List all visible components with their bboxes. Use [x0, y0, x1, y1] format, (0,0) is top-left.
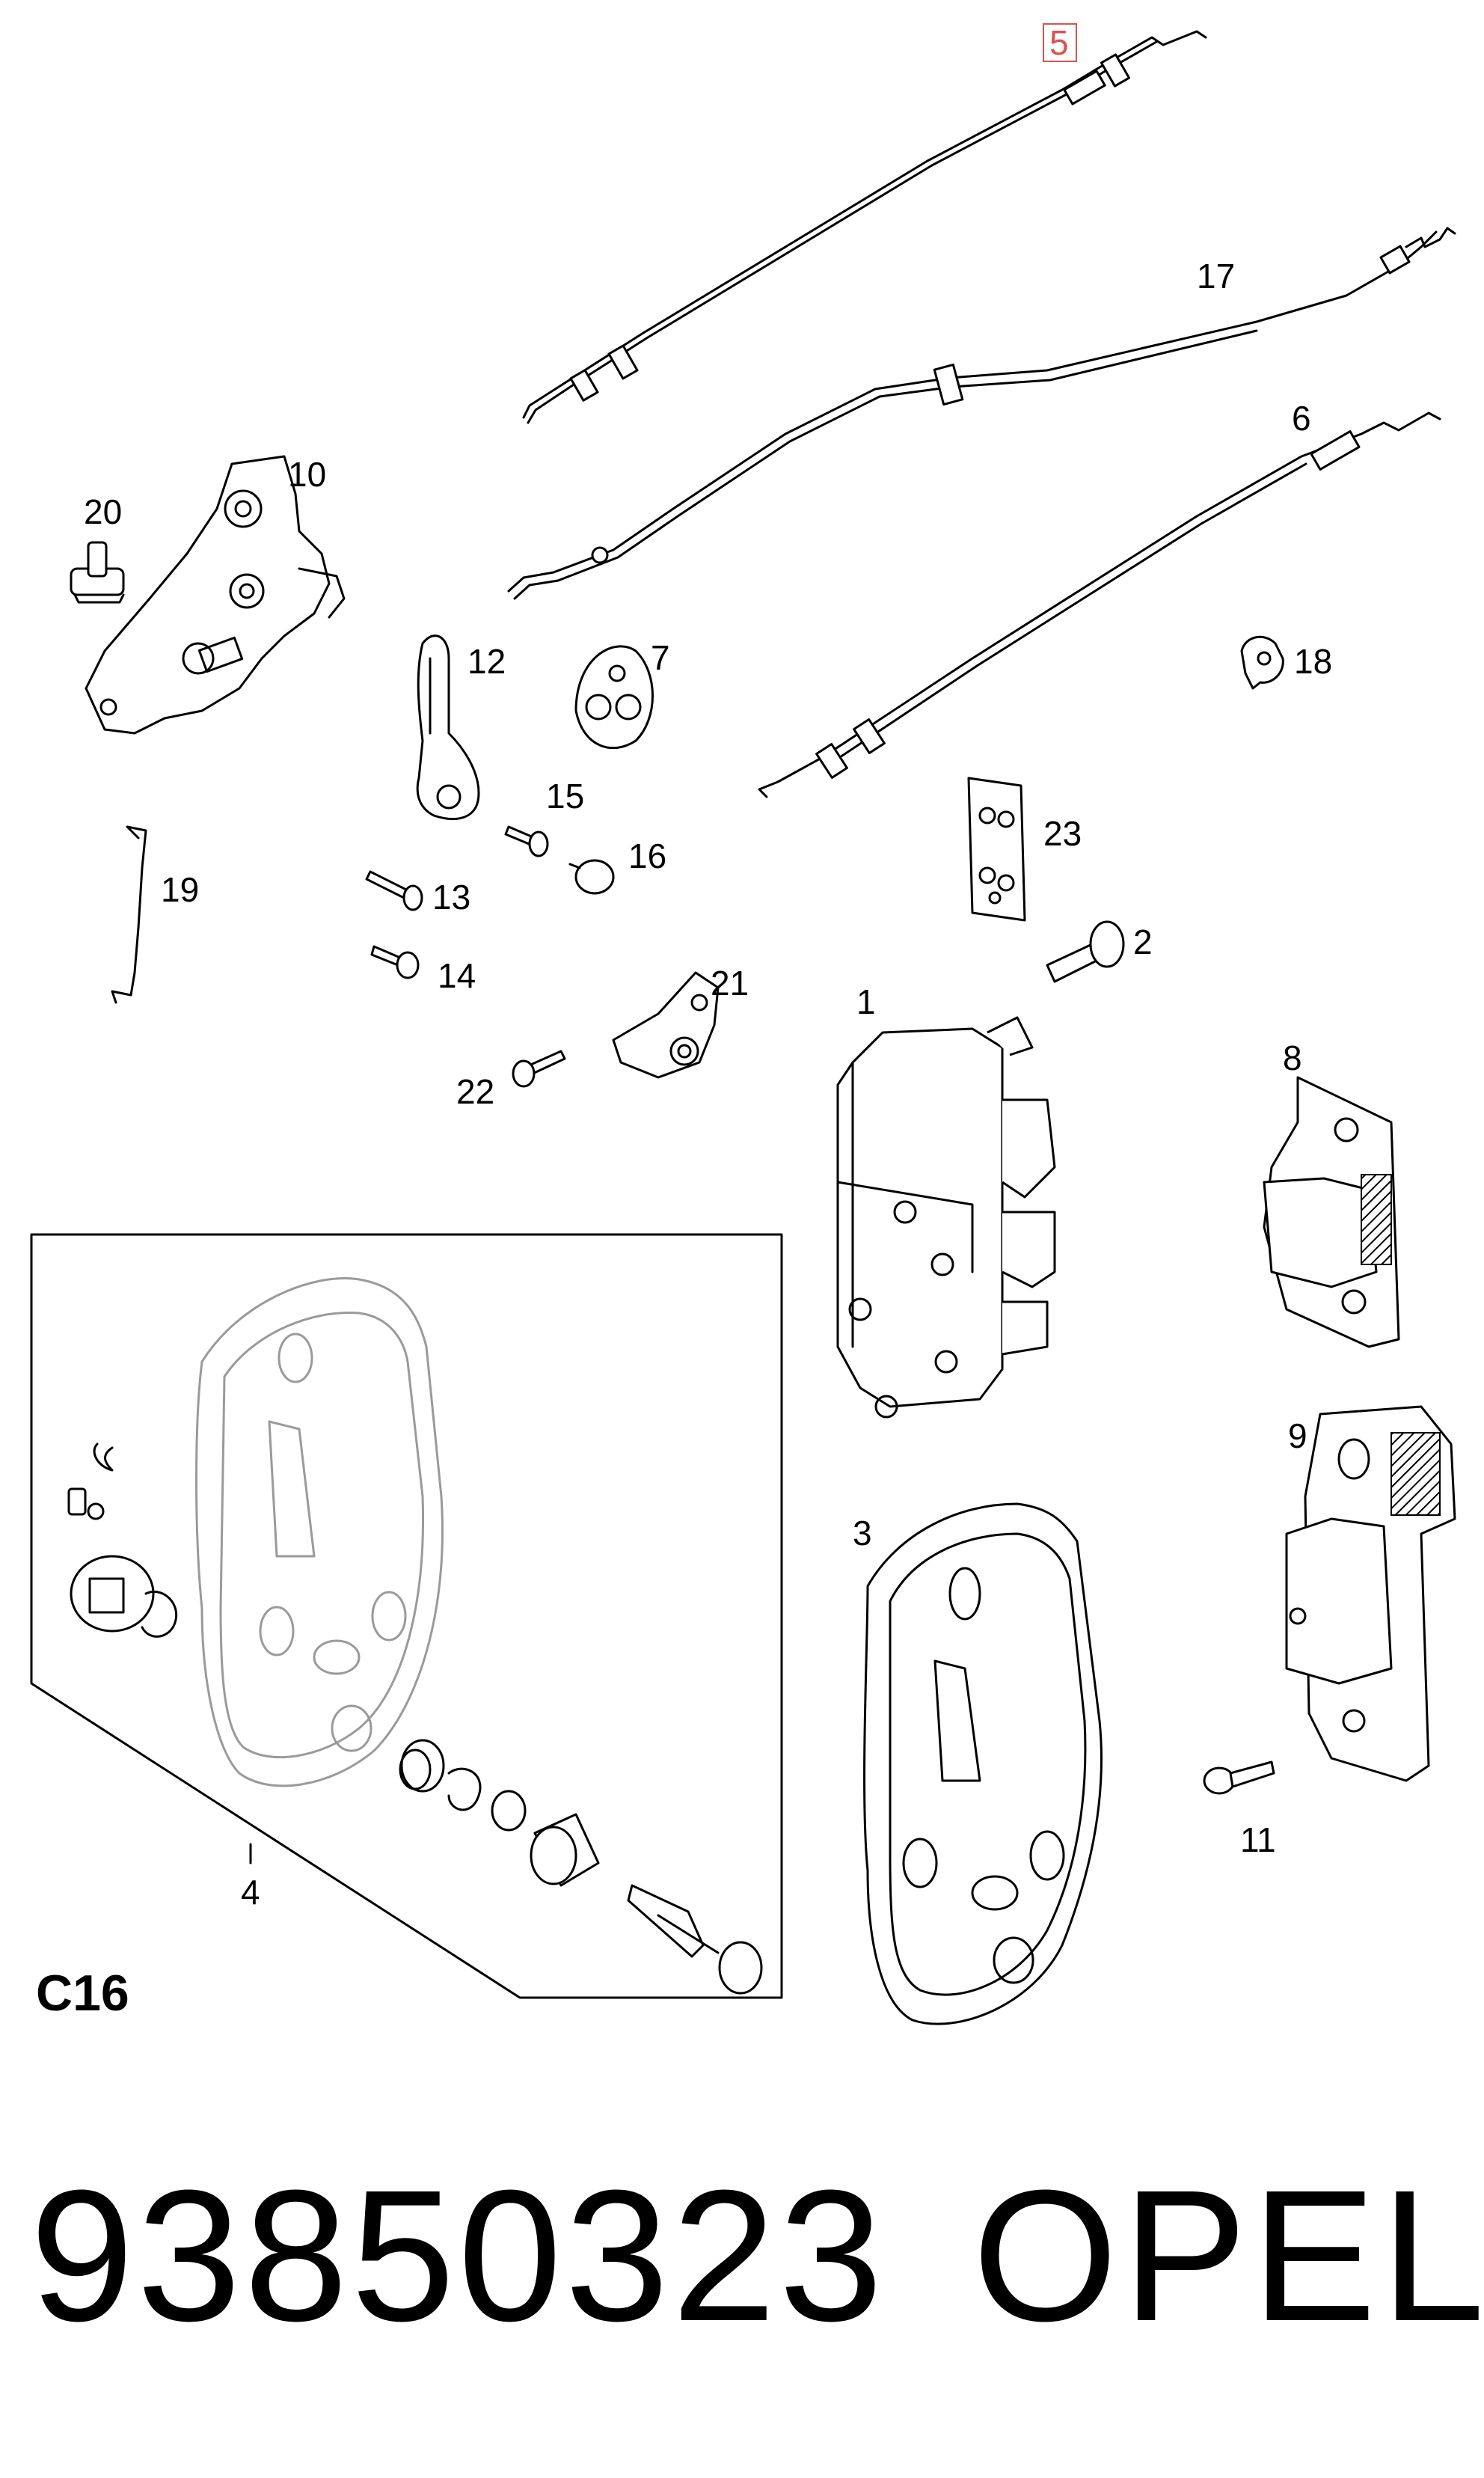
callout-22[interactable]: 22 [456, 1072, 494, 1111]
callout-labels: 5 17 6 10 20 12 7 18 15 16 23 19 13 2 14… [84, 23, 1332, 1912]
callout-23[interactable]: 23 [1043, 814, 1082, 853]
part-7-grommet [574, 645, 654, 750]
part-15-screw [504, 825, 549, 857]
callout-3[interactable]: 3 [853, 1514, 872, 1552]
part-22-screw [512, 1050, 566, 1088]
exploded-parts-diagram: 5 17 6 10 20 12 7 18 15 16 23 19 13 2 14… [30, 23, 1456, 2025]
part-4-small-parts [67, 1443, 178, 1638]
part-13-screw [365, 870, 423, 911]
callout-12[interactable]: 12 [467, 642, 506, 681]
callout-10[interactable]: 10 [288, 455, 326, 494]
callout-9[interactable]: 9 [1288, 1416, 1307, 1455]
part-21-bracket [612, 971, 720, 1079]
callout-16[interactable]: 16 [628, 836, 666, 875]
callout-15[interactable]: 15 [546, 777, 584, 816]
callout-5-highlight-box [1043, 23, 1077, 62]
part-19-rod [111, 825, 147, 1004]
group-label: C16 [36, 1965, 129, 2022]
part-9-striker [1285, 1405, 1456, 1782]
part-14-screw [370, 945, 420, 979]
part-10-bracket [85, 455, 346, 735]
callout-2[interactable]: 2 [1133, 923, 1153, 961]
part-4-group-frame [30, 1233, 783, 1999]
part-4-cylinder-parts [399, 1739, 763, 1995]
part-1-door-lock [836, 1016, 1056, 1419]
cable-17 [507, 227, 1456, 600]
callout-1[interactable]: 1 [856, 982, 876, 1021]
callout-4[interactable]: 4 [241, 1873, 260, 1912]
callout-6[interactable]: 6 [1292, 399, 1311, 438]
part-18-clip [1240, 635, 1284, 690]
brand-name: OPEL [972, 2151, 1484, 2360]
callout-21[interactable]: 21 [711, 964, 749, 1003]
callout-13[interactable]: 13 [432, 878, 470, 917]
part-number: 93850323 [30, 2151, 886, 2360]
part-11-screw [1203, 1760, 1275, 1795]
callout-14[interactable]: 14 [438, 956, 476, 995]
callout-5[interactable]: 5 [1049, 23, 1069, 62]
cable-6 [758, 412, 1441, 798]
part-8-striker [1263, 1076, 1400, 1348]
part-12-lever [416, 634, 480, 821]
part-3-cover [863, 1502, 1103, 2025]
cable-5 [522, 30, 1207, 424]
part-2-bolt [1046, 920, 1125, 983]
callout-20[interactable]: 20 [84, 492, 122, 531]
callout-11[interactable]: 11 [1240, 1820, 1276, 1859]
part-16-plug [568, 859, 615, 895]
callout-8[interactable]: 8 [1283, 1038, 1302, 1077]
callout-19[interactable]: 19 [161, 870, 199, 909]
callout-7[interactable]: 7 [651, 638, 670, 677]
part-4-ghost-cover [195, 1277, 444, 1787]
part-23-plate [967, 777, 1026, 922]
callout-18[interactable]: 18 [1294, 642, 1332, 681]
part-20-clip [70, 541, 125, 604]
callout-17[interactable]: 17 [1197, 257, 1235, 296]
